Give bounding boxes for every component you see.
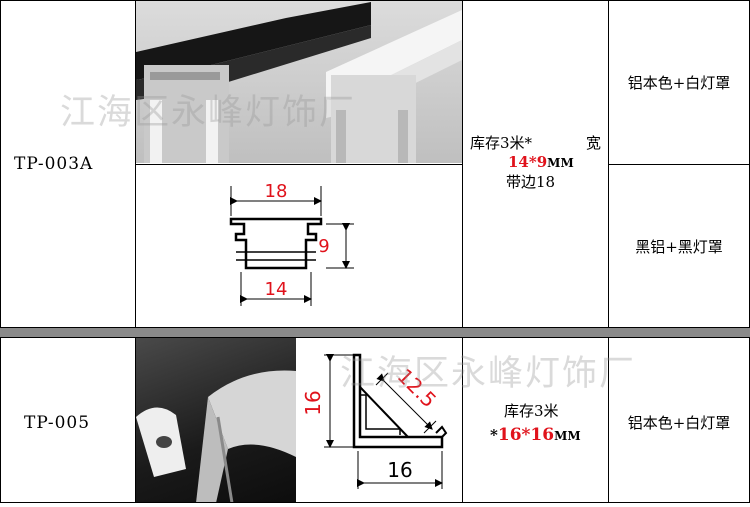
- product-photo: [136, 337, 296, 503]
- profile-drawing: 18 9 14: [136, 164, 462, 327]
- row-tp-003a: TP-003A: [14, 0, 731, 327]
- product-code: TP-003A: [14, 154, 94, 174]
- option-natural-white: 铝本色+白灯罩: [627, 74, 731, 92]
- profile-size: 14*9: [508, 153, 548, 171]
- dim-bottom-label: 16: [387, 458, 412, 482]
- option-black-black: 黑铝+黑灯罩: [635, 238, 723, 256]
- grid-line: [0, 327, 750, 328]
- dim-diag-label: 12.5: [393, 364, 441, 412]
- grid-line: [135, 337, 136, 503]
- grid-line: [608, 164, 750, 165]
- stock-info: 库存3米* 宽 14*9MM 带边18: [464, 134, 608, 192]
- row-tp-005: TP-005: [0, 337, 750, 503]
- profile-size-unit: MM: [554, 429, 581, 443]
- stock-length: 库存3米*: [470, 134, 533, 152]
- grid-line: [135, 0, 136, 328]
- size-prefix: *: [490, 426, 498, 444]
- stock-info: 库存3米 *16*16MM: [464, 399, 608, 448]
- dim-side-label: 16: [301, 390, 325, 415]
- product-photo: [136, 0, 462, 163]
- grid-line: [462, 0, 463, 328]
- profile-size: 16*16: [497, 425, 555, 445]
- grid-line: [0, 337, 1, 503]
- grid-line: [0, 0, 1, 328]
- option-natural-white: 铝本色+白灯罩: [627, 414, 731, 432]
- row-separator: [0, 328, 750, 337]
- grid-line: [0, 337, 750, 338]
- grid-line: [0, 0, 750, 1]
- dim-side-label: 9: [318, 236, 329, 257]
- dim-top-label: 18: [265, 181, 288, 202]
- stock-length: 库存3米: [504, 402, 559, 420]
- dim-bottom-label: 14: [265, 279, 288, 300]
- stock-width-word: 宽: [586, 134, 602, 152]
- stock-edge: 带边18: [506, 173, 556, 191]
- profile-size-unit: MM: [547, 156, 574, 170]
- grid-line: [608, 0, 609, 328]
- grid-line: [462, 337, 463, 503]
- product-code: TP-005: [24, 413, 91, 433]
- grid-line: [136, 164, 462, 165]
- profile-drawing: 16 12.5 16: [296, 337, 462, 503]
- grid-line: [608, 337, 609, 503]
